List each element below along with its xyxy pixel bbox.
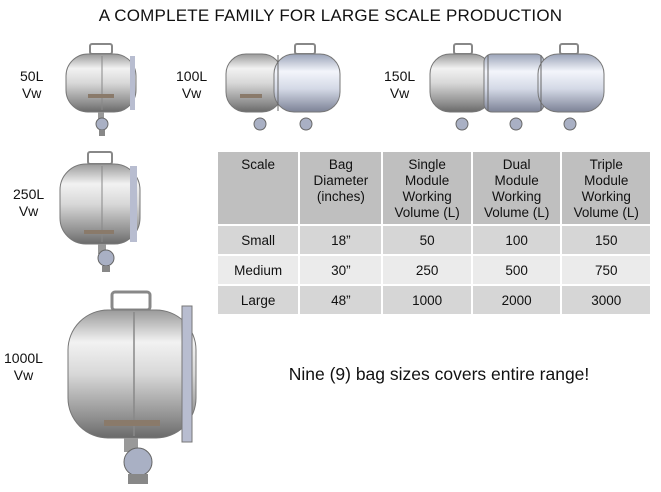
vessel-label-50l: 50L Vw [20,68,43,102]
header-line: Bag [328,157,353,172]
cell-triple: 150 [562,226,650,254]
page-title: A COMPLETE FAMILY FOR LARGE SCALE PRODUC… [98,6,563,25]
header-line: Working [581,189,631,204]
vessel-unit: Vw [18,203,39,219]
header-line: Working [402,189,452,204]
table-header-row: Scale Bag Diameter (inches) Single Modul… [218,152,650,224]
bag-size-table: Scale Bag Diameter (inches) Single Modul… [216,150,652,316]
header-line: Module [584,173,629,188]
header-line: Triple [589,157,623,172]
vessel-unit: Vw [181,85,202,101]
cell-diameter: 48” [300,286,382,314]
vessel-size: 150L [384,68,416,84]
vessel-size: 1000L [4,350,43,366]
table-row: Large 48” 1000 2000 3000 [218,286,650,314]
cell-diameter: 18” [300,226,382,254]
table-row: Medium 30” 250 500 750 [218,256,650,284]
header-line: Module [405,173,450,188]
vessel-size: 100L [176,68,208,84]
vessel-label-1000l: 1000L Vw [4,350,43,384]
vessel-250l-image [59,151,141,272]
cell-scale: Large [218,286,299,314]
header-scale: Scale [218,152,299,224]
vessel-unit: Vw [389,85,410,101]
vessel-100l-image [225,43,341,131]
header-line: Volume (L) [484,205,550,220]
header-line: Diameter [313,173,369,188]
header-triple-module: Triple Module Working Volume (L) [562,152,650,224]
cell-dual: 500 [472,256,561,284]
vessel-label-100l: 100L Vw [176,68,207,102]
cell-triple: 3000 [562,286,650,314]
cell-scale: Medium [218,256,299,284]
cell-diameter: 30” [300,256,382,284]
cell-dual: 100 [472,226,561,254]
header-bag-diameter: Bag Diameter (inches) [300,152,382,224]
header-line: Volume (L) [394,205,460,220]
cell-dual: 2000 [472,286,561,314]
vessel-unit: Vw [13,367,34,383]
header-line: Volume (L) [573,205,639,220]
cell-scale: Small [218,226,299,254]
vessel-50l-image [65,43,137,136]
cell-triple: 750 [562,256,650,284]
vessel-unit: Vw [21,85,42,101]
vessel-label-250l: 250L Vw [13,186,44,220]
header-line: Module [494,173,539,188]
vessel-1000l-image [67,290,197,484]
vessel-size: 250L [13,186,45,202]
header-line: (inches) [316,189,365,204]
header-line: Dual [502,157,531,172]
cell-single: 1000 [383,286,471,314]
table-row: Small 18” 50 100 150 [218,226,650,254]
header-line: Single [408,157,446,172]
cell-single: 50 [383,226,471,254]
range-note: Nine (9) bag sizes covers entire range! [288,364,590,384]
header-scale-text: Scale [241,157,276,172]
header-line: Working [492,189,542,204]
header-dual-module: Dual Module Working Volume (L) [472,152,561,224]
header-single-module: Single Module Working Volume (L) [383,152,471,224]
vessel-label-150l: 150L Vw [384,68,415,102]
vessel-size: 50L [20,68,44,84]
vessel-150l-image [429,43,605,131]
cell-single: 250 [383,256,471,284]
